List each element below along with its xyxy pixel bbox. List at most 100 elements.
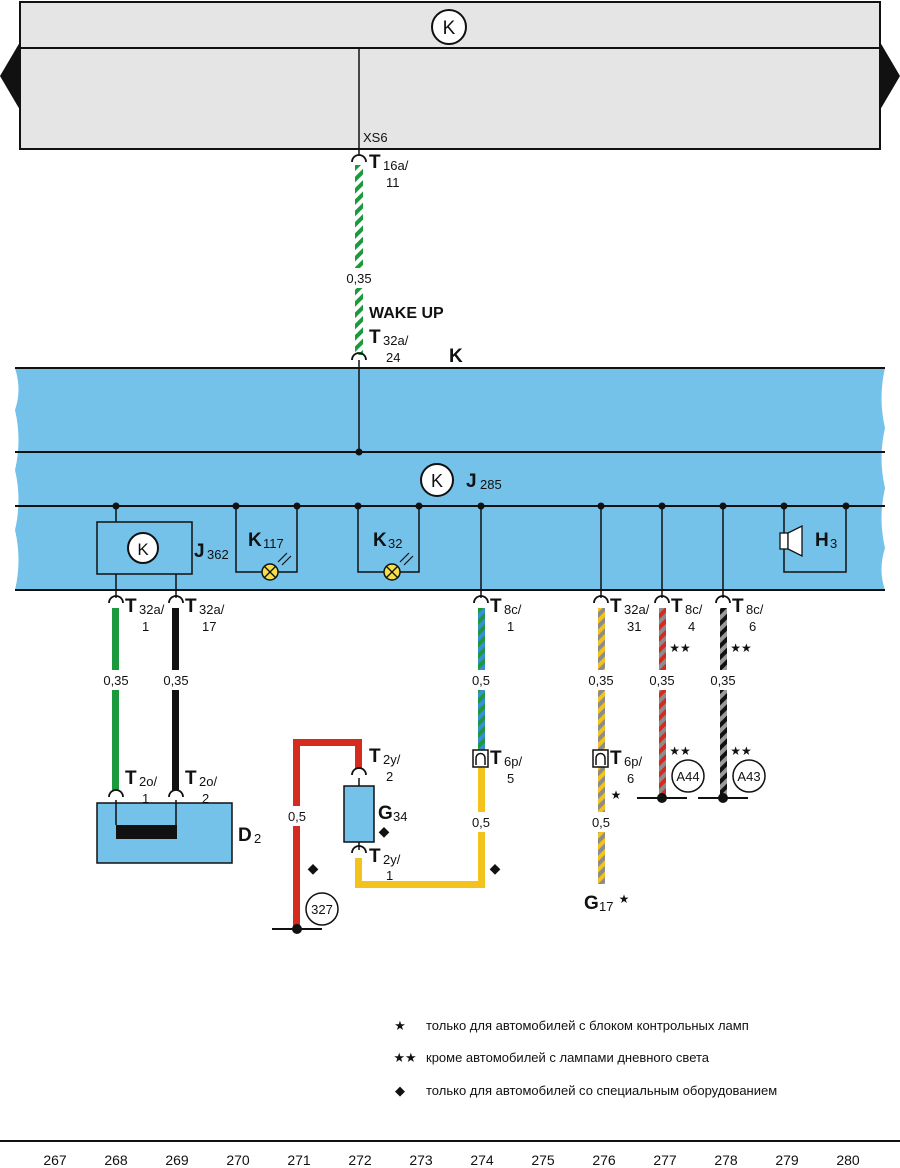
svg-text:★★: ★★ bbox=[393, 1050, 416, 1065]
k32-lamp bbox=[357, 506, 420, 581]
connector-t8c-1: T 8c/ 1 bbox=[473, 595, 522, 634]
svg-text:2: 2 bbox=[386, 769, 393, 784]
svg-text:G: G bbox=[378, 803, 393, 824]
wire-276-grey-yellow bbox=[581, 608, 621, 884]
svg-text:D: D bbox=[238, 825, 252, 846]
wire-gauge-label: 0,5 bbox=[592, 815, 610, 830]
diamond-mark: ◆ bbox=[490, 860, 501, 876]
legend-item: ★★ кроме автомобилей с лампами дневного … bbox=[393, 1050, 709, 1065]
wire-274-green-blue bbox=[461, 608, 501, 750]
svg-text:H: H bbox=[815, 530, 829, 551]
svg-text:6p/: 6p/ bbox=[504, 754, 522, 769]
j362-module: K bbox=[96, 506, 193, 598]
double-star-mark: ★★ bbox=[669, 744, 691, 758]
column-number: 279 bbox=[775, 1152, 799, 1168]
wire-277-grey-red bbox=[642, 608, 682, 798]
svg-text:11: 11 bbox=[386, 175, 400, 190]
connector-t6p-6: T 6p/ 6 bbox=[592, 748, 642, 786]
wire-gauge-label: 0,35 bbox=[588, 673, 613, 688]
svg-text:кроме автомобилей с лампами дн: кроме автомобилей с лампами дневного све… bbox=[426, 1050, 710, 1065]
svg-text:2: 2 bbox=[254, 831, 261, 846]
double-star-mark: ★★ bbox=[669, 641, 691, 655]
star-mark: ★ bbox=[619, 892, 630, 906]
can-symbol-top-icon: K bbox=[431, 9, 467, 45]
svg-text:T: T bbox=[671, 596, 683, 617]
g34-sensor bbox=[343, 778, 375, 850]
column-number: 267 bbox=[43, 1152, 67, 1168]
ground-point-icon bbox=[671, 759, 705, 793]
svg-text:1: 1 bbox=[386, 868, 393, 883]
connector-t2o-2: T 2o/ 2 bbox=[168, 768, 217, 806]
svg-text:T: T bbox=[732, 596, 744, 617]
connector-t32a-31: T 32a/ 31 bbox=[593, 595, 650, 634]
speaker-icon bbox=[779, 524, 803, 558]
column-number: 275 bbox=[531, 1152, 555, 1168]
diamond-mark: ◆ bbox=[308, 860, 319, 876]
svg-text:34: 34 bbox=[393, 809, 407, 824]
svg-text:T: T bbox=[185, 768, 197, 789]
svg-text:8c/: 8c/ bbox=[746, 602, 764, 617]
svg-text:T: T bbox=[125, 768, 137, 789]
svg-text:K: K bbox=[137, 540, 149, 559]
column-number: 270 bbox=[226, 1152, 250, 1168]
svg-text:◆: ◆ bbox=[395, 1083, 405, 1098]
svg-text:T: T bbox=[490, 748, 502, 769]
wire-gauge-label: 0,35 bbox=[163, 673, 188, 688]
wire-gauge-label: 0,35 bbox=[346, 271, 371, 286]
svg-text:32a/: 32a/ bbox=[624, 602, 650, 617]
j285-label: J 285 bbox=[466, 471, 502, 492]
wire-d2-green bbox=[95, 608, 135, 790]
column-number: 272 bbox=[348, 1152, 372, 1168]
panel-stubs bbox=[480, 506, 724, 598]
connector-t16a: T 16a/ 11 bbox=[351, 152, 409, 190]
top-bus-panel: K bbox=[0, 1, 900, 150]
connector-xs6-label: XS6 bbox=[363, 130, 388, 145]
column-number: 269 bbox=[165, 1152, 189, 1168]
svg-text:K: K bbox=[248, 530, 262, 551]
can-symbol-j285-icon: K bbox=[420, 463, 454, 497]
svg-text:32a/: 32a/ bbox=[139, 602, 165, 617]
svg-text:362: 362 bbox=[207, 547, 229, 562]
connector-t8c-6: T 8c/ 6 bbox=[715, 595, 764, 634]
double-star-mark: ★★ bbox=[730, 641, 752, 655]
svg-text:2o/: 2o/ bbox=[199, 774, 217, 789]
column-number: 273 bbox=[409, 1152, 433, 1168]
column-number: 276 bbox=[592, 1152, 616, 1168]
svg-text:1: 1 bbox=[507, 619, 514, 634]
svg-text:8c/: 8c/ bbox=[685, 602, 703, 617]
k32-label: K 32 bbox=[373, 530, 402, 551]
svg-text:327: 327 bbox=[311, 902, 333, 917]
svg-text:17: 17 bbox=[202, 619, 216, 634]
svg-text:K: K bbox=[443, 18, 456, 39]
svg-text:117: 117 bbox=[263, 536, 284, 551]
connector-t32a-24: T 32a/ 24 bbox=[351, 327, 409, 365]
svg-text:6: 6 bbox=[627, 771, 634, 786]
svg-text:31: 31 bbox=[627, 619, 641, 634]
svg-text:★: ★ bbox=[394, 1018, 406, 1033]
svg-text:8c/: 8c/ bbox=[504, 602, 522, 617]
column-number: 271 bbox=[287, 1152, 311, 1168]
svg-text:285: 285 bbox=[480, 477, 502, 492]
legend: ★ только для автомобилей с блоком контро… bbox=[393, 1018, 777, 1098]
wire-gauge-label: 0,35 bbox=[710, 673, 735, 688]
wire-g34-red bbox=[278, 739, 362, 929]
svg-text:2: 2 bbox=[202, 791, 209, 806]
wire-278-grey-black bbox=[703, 608, 743, 798]
svg-text:2o/: 2o/ bbox=[139, 774, 157, 789]
connector-t32a-1: T 32a/ 1 bbox=[108, 595, 165, 634]
svg-text:T: T bbox=[125, 596, 137, 617]
diamond-mark: ◆ bbox=[379, 823, 390, 839]
k117-lamp bbox=[235, 506, 298, 581]
svg-text:3: 3 bbox=[830, 536, 837, 551]
svg-text:6p/: 6p/ bbox=[624, 754, 642, 769]
svg-text:T: T bbox=[490, 596, 502, 617]
svg-text:только для автомобилей со спец: только для автомобилей со специальным об… bbox=[426, 1083, 777, 1098]
svg-text:K: K bbox=[373, 530, 387, 551]
double-star-mark: ★★ bbox=[730, 744, 752, 758]
svg-text:2y/: 2y/ bbox=[383, 852, 401, 867]
column-number: 274 bbox=[470, 1152, 494, 1168]
svg-text:17: 17 bbox=[599, 899, 613, 914]
column-number: 280 bbox=[836, 1152, 860, 1168]
legend-item: ◆ только для автомобилей со специальным … bbox=[395, 1083, 777, 1098]
svg-text:1: 1 bbox=[142, 791, 149, 806]
